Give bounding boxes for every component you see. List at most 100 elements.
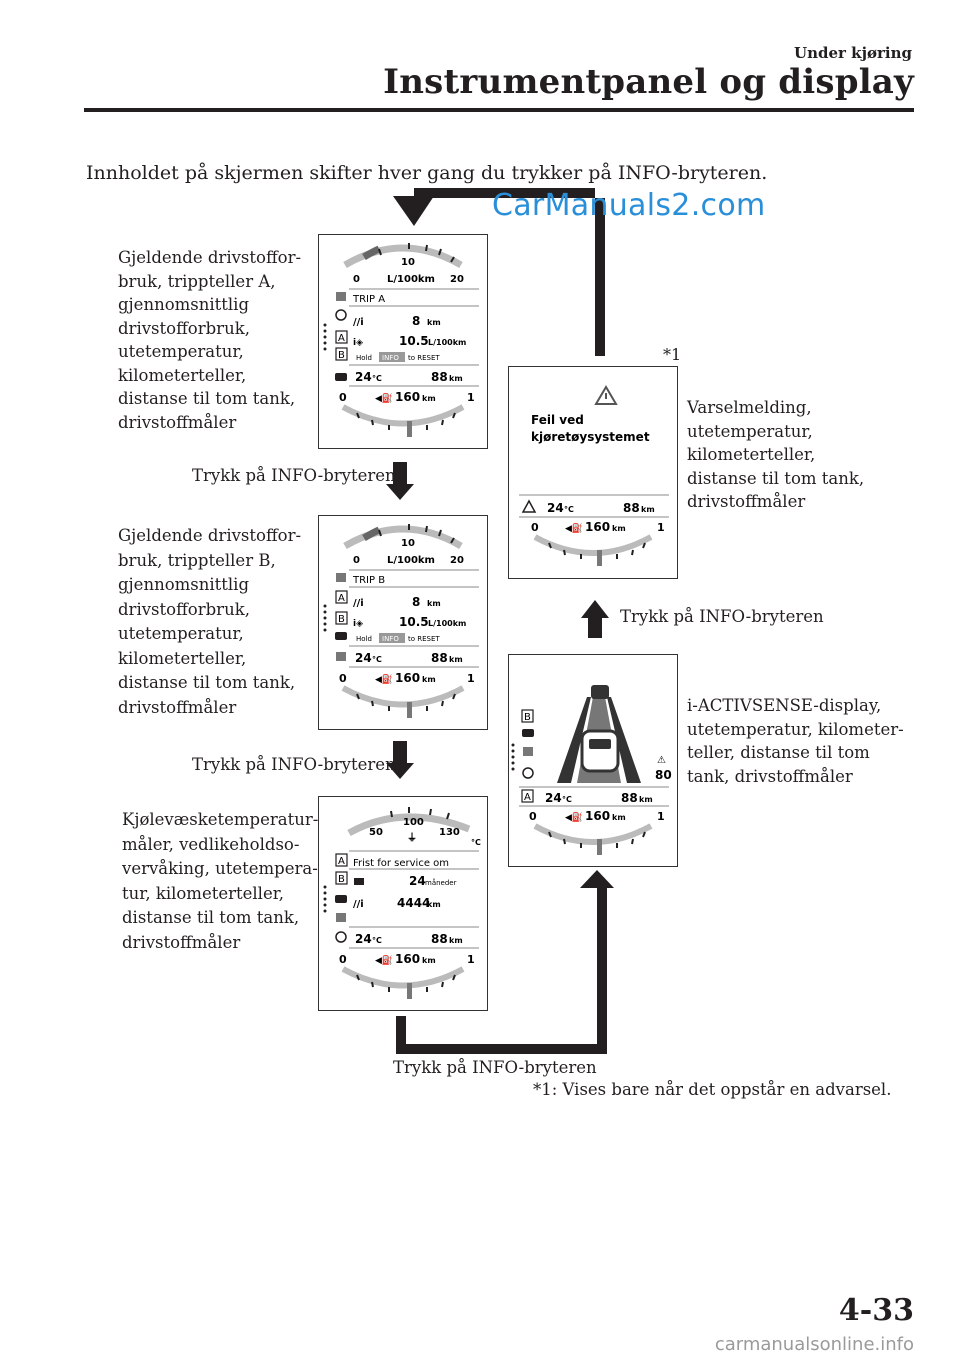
desc-line: tur, kilometerteller, <box>122 883 285 903</box>
desc-line: gjennomsnittlig <box>118 575 250 594</box>
fuel-empty: 0 <box>529 810 537 823</box>
svg-text:⏚: ⏚ <box>407 832 417 844</box>
reset-text: to RESET <box>408 354 440 362</box>
outside-temp: 24 <box>355 651 372 665</box>
trip-km: 8 <box>412 314 420 328</box>
tab-a: A <box>338 593 345 604</box>
up-arrow-head-bottom <box>580 870 614 888</box>
service-title: Frist for service om <box>353 858 449 869</box>
range-unit: km <box>612 813 626 822</box>
tab-b: B <box>338 874 345 885</box>
desc-line: vervåking, utetempera- <box>122 859 318 878</box>
display-trip-a: 0 10 20 L/100km TRIP A //i 8 km A i◈ 10.… <box>318 234 488 449</box>
display-iactivsense: B ⚠ 80 A 24 °C 88 km 0 1 ◀⛽ 160 km <box>508 654 678 867</box>
person-icon <box>336 913 346 922</box>
fuel-empty: 0 <box>339 391 347 404</box>
down-arrow-head-top <box>393 196 434 226</box>
info-text: INFO <box>382 635 399 643</box>
down-arrow-2-head <box>386 763 414 779</box>
desc-line: teller, distanse til tom <box>687 743 870 762</box>
desc-line: utetemperatur, kilometer- <box>687 719 904 739</box>
service-km: 4444 <box>397 896 430 910</box>
warning-icon <box>594 385 618 405</box>
outside-temp: 24 <box>355 370 372 384</box>
odometer: 88 <box>431 370 448 384</box>
gauge-high: 20 <box>450 555 464 566</box>
desc-line: kilometerteller, <box>687 445 816 464</box>
odometer-unit: km <box>639 795 653 804</box>
km-unit: km <box>427 900 441 909</box>
gauge-mid: 10 <box>401 257 415 268</box>
desc-line: drivstoffmåler <box>122 932 241 952</box>
desc-trip-b: Gjeldende drivstoffor- bruk, trippteller… <box>118 524 301 720</box>
temp-unit: °C <box>372 936 382 945</box>
odometer-unit: km <box>641 505 655 514</box>
watermark: CarManuals2.com <box>492 188 766 223</box>
car-icon <box>335 632 347 640</box>
own-car-icon <box>580 729 620 773</box>
tab-b-box <box>521 709 534 723</box>
outside-temp: 24 <box>547 501 564 515</box>
svg-text:◀⛽: ◀⛽ <box>375 954 393 966</box>
tab-b: B <box>338 350 345 361</box>
reset-text: to RESET <box>408 635 440 643</box>
tab-a-box <box>335 330 348 344</box>
desc-trip-a: Gjeldende drivstoffor- bruk, trippteller… <box>118 246 301 434</box>
section-label: Under kjøring <box>794 44 912 62</box>
tab-a-box <box>335 853 348 867</box>
fuel-full: 1 <box>467 391 475 404</box>
tab-b-box <box>335 611 348 625</box>
header-rule <box>84 108 914 112</box>
fuel-empty: 0 <box>339 672 347 685</box>
trip-km: 8 <box>412 595 420 609</box>
display-coolant: 50 100 130 °C ⏚ A Frist for service om B… <box>318 796 488 1011</box>
gauge-low: 0 <box>353 274 360 285</box>
person-icon <box>523 747 533 756</box>
press-label-3: Trykk på INFO-bryteren <box>620 607 824 626</box>
desc-line: drivstoffmåler <box>687 492 806 511</box>
tab-a: A <box>338 333 345 344</box>
odometer: 88 <box>623 501 640 515</box>
desc-line: bruk, trippteller B, <box>118 550 276 570</box>
desc-line: kilometerteller, <box>118 365 247 385</box>
coolant-unit: °C <box>471 838 481 847</box>
warning-small-icon <box>521 499 537 513</box>
info-box <box>379 633 405 643</box>
temp-unit: °C <box>562 795 572 804</box>
desc-iactivsense: i-ACTIVSENSE-display, utetemperatur, kil… <box>687 694 904 788</box>
odometer: 88 <box>431 651 448 665</box>
km-unit: km <box>427 318 441 327</box>
trip-label: TRIP B <box>352 575 385 586</box>
desc-line: utetemperatur, <box>118 624 244 643</box>
desc-line: tank, drivstoffmåler <box>687 766 853 786</box>
range: 160 <box>395 952 420 966</box>
tab-b-box <box>335 347 348 361</box>
desc-line: bruk, trippteller A, <box>118 271 276 291</box>
warning-line-1: Feil ved <box>531 413 584 427</box>
avg-value: 10.5 <box>399 615 429 629</box>
svg-text:i◈: i◈ <box>353 619 363 629</box>
desc-coolant: Kjølevæsketemperatur- måler, vedlikehold… <box>122 808 318 955</box>
tab-a: A <box>524 792 531 803</box>
calendar-icon <box>354 878 364 885</box>
tab-a-box <box>335 590 348 604</box>
km-unit: km <box>427 599 441 608</box>
desc-line: drivstoffmåler <box>118 412 237 432</box>
odometer: 88 <box>431 932 448 946</box>
info-text: INFO <box>382 354 399 362</box>
car-icon <box>335 373 347 381</box>
chapter-title: Instrumentpanel og display <box>383 62 914 102</box>
desc-line: Varselmelding, <box>687 398 812 417</box>
up-arrow-shaft <box>588 616 602 638</box>
desc-line: drivstofforbruk, <box>118 318 250 338</box>
gauge-unit: L/100km <box>387 274 435 285</box>
compass-icon <box>522 767 534 779</box>
desc-line: drivstoffmåler <box>118 697 237 717</box>
range-unit: km <box>612 524 626 533</box>
tab-b-box <box>335 871 348 885</box>
car-icon <box>522 729 534 737</box>
tab-a: A <box>338 856 345 867</box>
desc-line: kilometerteller, <box>118 648 247 668</box>
odometer-unit: km <box>449 655 463 664</box>
tab-b: B <box>338 614 345 625</box>
